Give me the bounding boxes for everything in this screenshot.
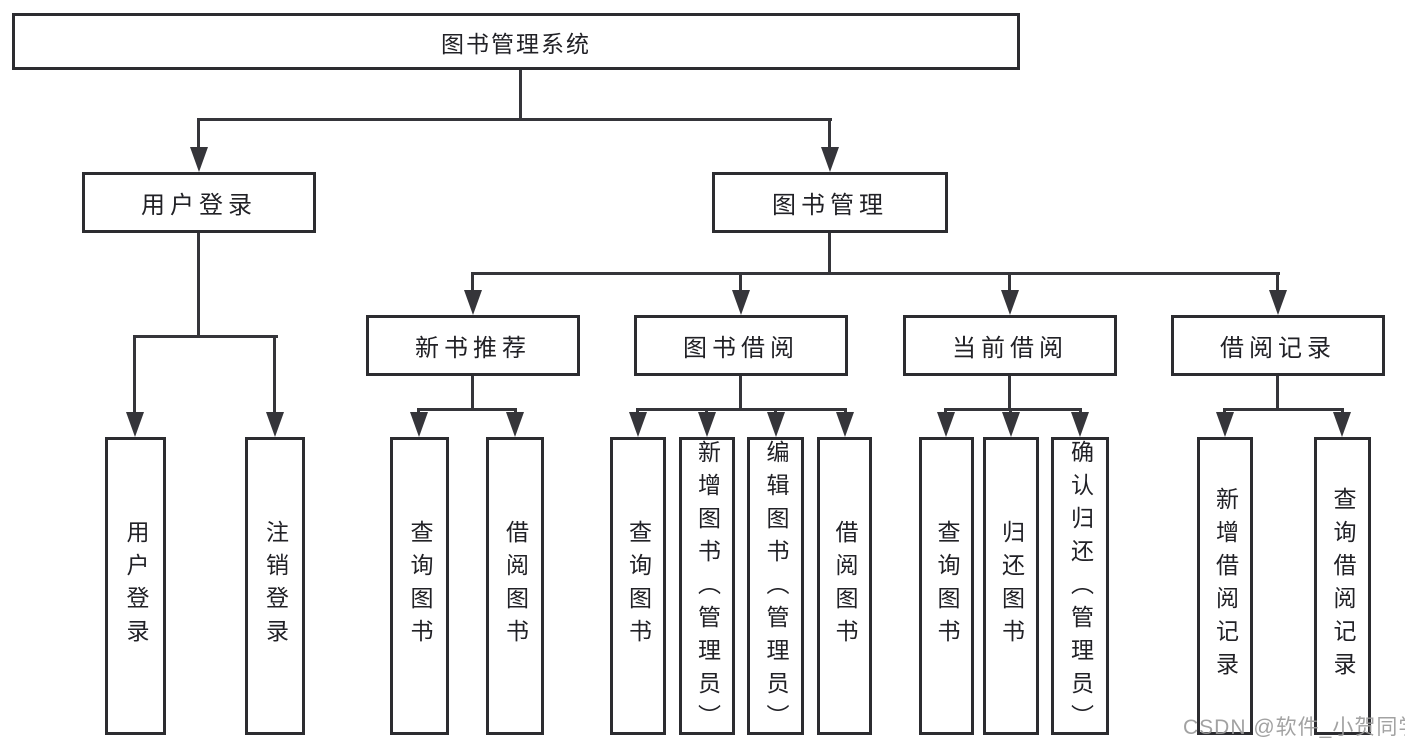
node-leaf-recommend-borrow-books: 借阅图书 [486, 437, 544, 735]
arrow-down-icon [1002, 412, 1020, 437]
node-leaf-borrow-query-books: 查询图书 [610, 437, 666, 735]
connector-line [197, 118, 832, 121]
node-leaf-query-borrow-record: 查询借阅记录 [1314, 437, 1371, 735]
arrow-down-icon [410, 412, 428, 437]
arrow-down-icon [126, 412, 144, 437]
node-leaf-confirm-return-admin: 确认归还（管理员） [1051, 437, 1109, 737]
arrow-down-icon [1071, 412, 1089, 437]
node-root: 图书管理系统 [12, 13, 1020, 70]
connector-line [1223, 408, 1344, 411]
node-new-book-recommend: 新书推荐 [366, 315, 580, 376]
arrow-down-icon [937, 412, 955, 437]
arrow-down-icon [1333, 412, 1351, 437]
connector-line [944, 408, 1082, 411]
arrow-down-icon [698, 412, 716, 437]
node-user-login-group: 用户登录 [82, 172, 316, 233]
connector-line [273, 335, 276, 414]
node-leaf-user-login: 用户登录 [105, 437, 166, 735]
arrow-down-icon [629, 412, 647, 437]
connector-line [739, 376, 742, 410]
connector-line [197, 118, 200, 150]
connector-line [471, 272, 1280, 275]
node-leaf-recommend-query-books: 查询图书 [390, 437, 449, 735]
connector-line [133, 335, 136, 414]
connector-line [1008, 376, 1011, 410]
arrow-down-icon [506, 412, 524, 437]
connector-line [1276, 376, 1279, 410]
arrow-down-icon [266, 412, 284, 437]
node-leaf-edit-books-admin: 编辑图书（管理员） [747, 437, 804, 737]
node-book-management-group: 图书管理 [712, 172, 948, 233]
connector-line [739, 272, 742, 293]
arrow-down-icon [1269, 290, 1287, 315]
connector-line [1008, 272, 1011, 293]
node-book-borrow: 图书借阅 [634, 315, 848, 376]
arrow-down-icon [821, 147, 839, 172]
connector-line [519, 70, 522, 119]
connector-line [417, 408, 517, 411]
node-leaf-add-books-admin: 新增图书（管理员） [679, 437, 735, 737]
connector-line [636, 408, 847, 411]
node-borrow-records: 借阅记录 [1171, 315, 1385, 376]
connector-line [471, 376, 474, 410]
node-leaf-add-borrow-record: 新增借阅记录 [1197, 437, 1253, 735]
connector-line [828, 233, 831, 274]
node-leaf-borrow-books: 借阅图书 [817, 437, 872, 735]
connector-line [197, 233, 200, 337]
arrow-down-icon [464, 290, 482, 315]
arrow-down-icon [1001, 290, 1019, 315]
node-leaf-return-books: 归还图书 [983, 437, 1039, 735]
watermark-text: CSDN @软件_小贺同学 [1183, 716, 1405, 739]
connector-line [1276, 272, 1279, 293]
node-current-borrow: 当前借阅 [903, 315, 1117, 376]
arrow-down-icon [1216, 412, 1234, 437]
connector-line [133, 335, 278, 338]
arrow-down-icon [732, 290, 750, 315]
connector-line [828, 118, 831, 150]
arrow-down-icon [767, 412, 785, 437]
arrow-down-icon [836, 412, 854, 437]
connector-line [471, 272, 474, 293]
arrow-down-icon [190, 147, 208, 172]
node-leaf-current-query-books: 查询图书 [919, 437, 974, 735]
node-leaf-logout: 注销登录 [245, 437, 305, 735]
